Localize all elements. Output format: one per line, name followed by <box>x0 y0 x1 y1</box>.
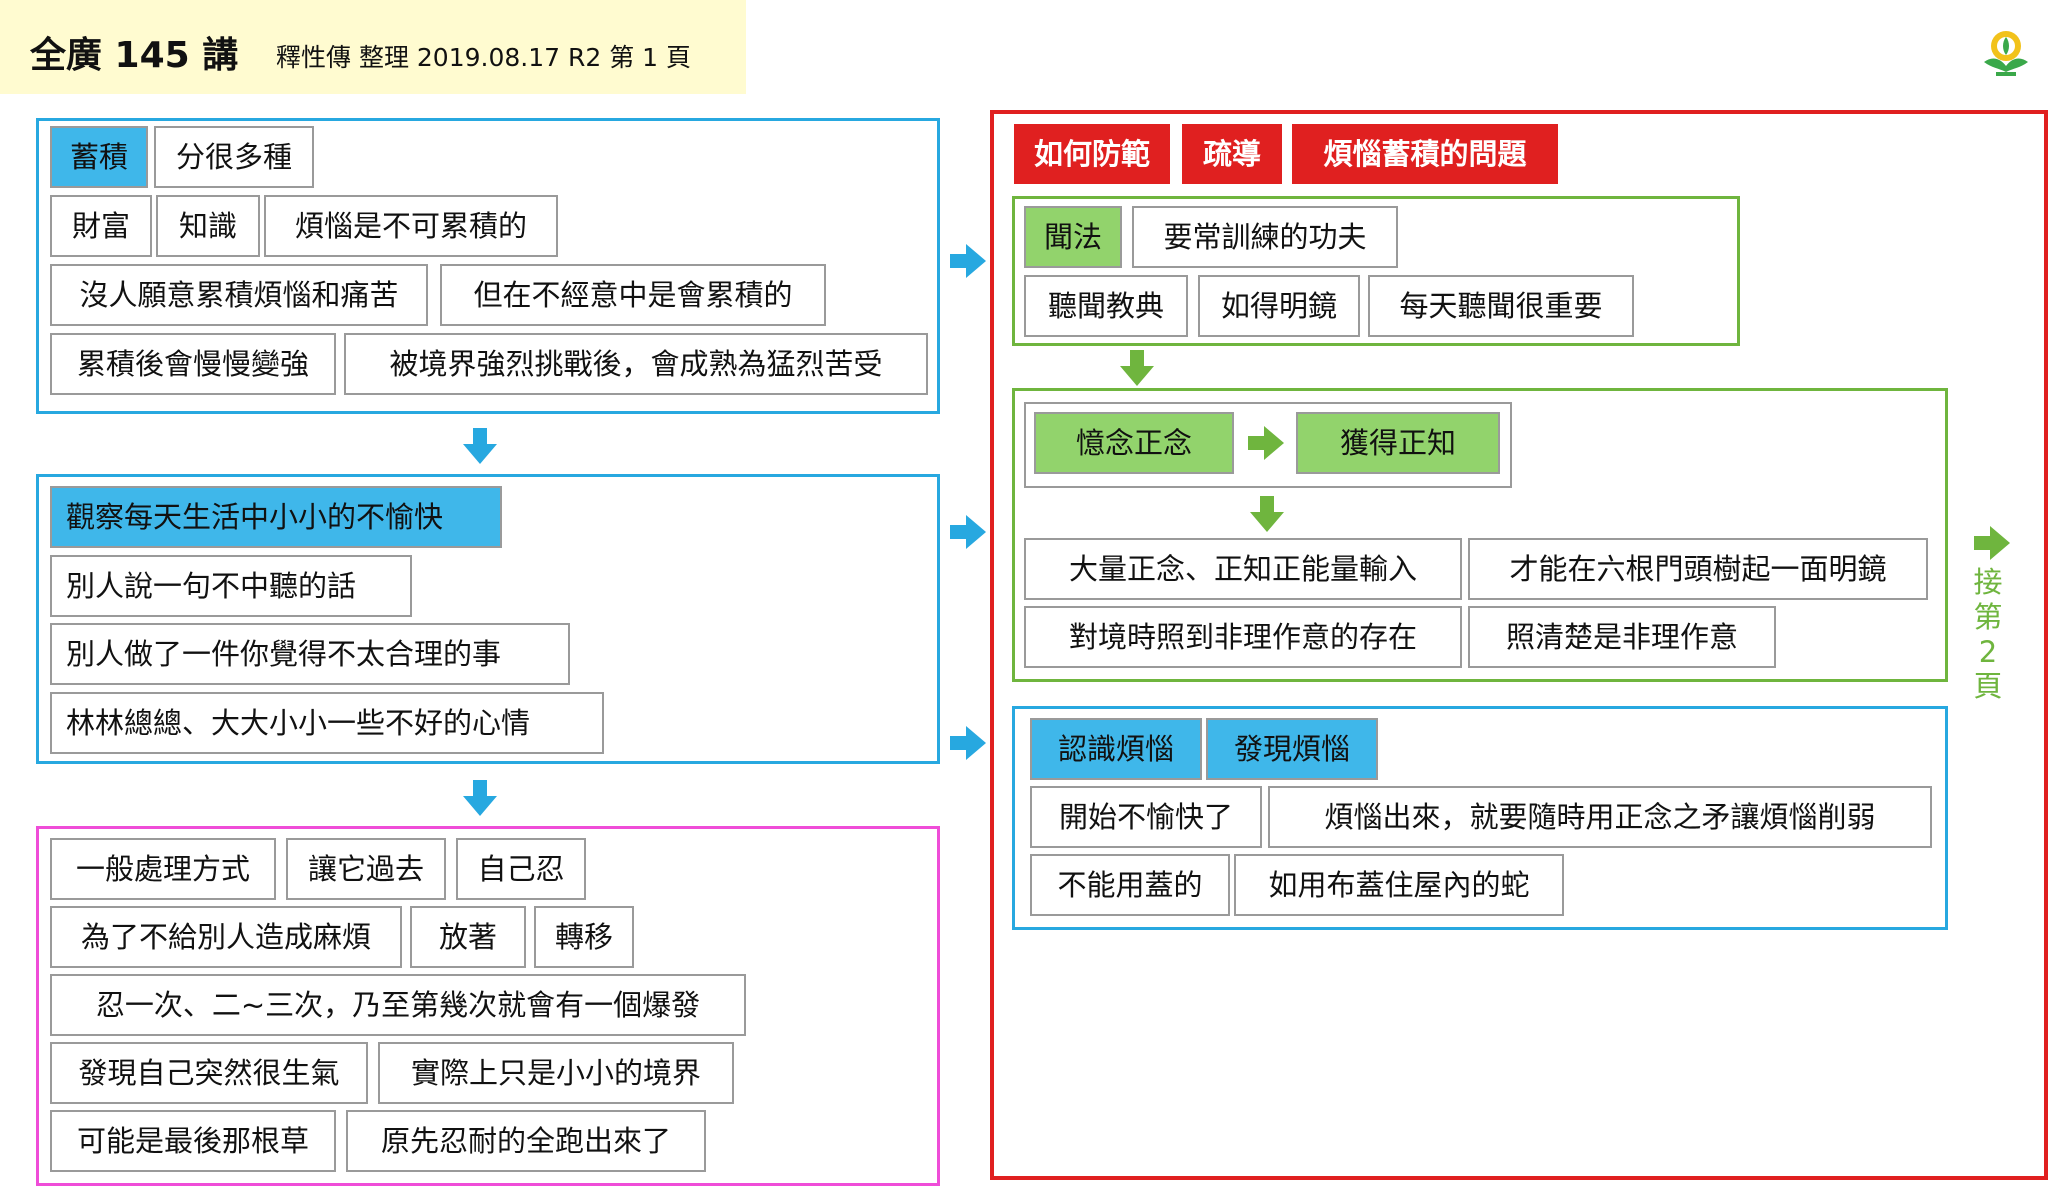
arrow-down-icon <box>463 428 497 464</box>
tag-accumulate: 蓄積 <box>50 126 148 188</box>
node-all-came-out: 原先忍耐的全跑出來了 <box>346 1110 706 1172</box>
panel-hearing-dharma <box>1012 196 1740 346</box>
tag-hear-dharma: 聞法 <box>1024 206 1122 268</box>
node-divert: 轉移 <box>534 906 634 968</box>
panel-observe <box>36 474 940 764</box>
flow-mindfulness-group <box>1024 402 1512 488</box>
node-bad-moods: 林林總總、大大小小一些不好的心情 <box>50 692 604 754</box>
arrow-right-icon <box>950 244 986 278</box>
panel-prevention <box>990 110 2048 1180</box>
node-explode: 忍一次、二~三次，乃至第幾次就會有一個爆發 <box>50 974 746 1036</box>
node-input-positive: 大量正念、正知正能量輸入 <box>1024 538 1462 600</box>
node-clearly-improper: 照清楚是非理作意 <box>1468 606 1776 668</box>
node-mirror-six-roots: 才能在六根門頭樹起一面明鏡 <box>1468 538 1928 600</box>
node-no-trouble-others: 為了不給別人造成麻煩 <box>50 906 402 968</box>
panel-handling <box>36 826 940 1186</box>
header-how-to-prevent: 如何防範 <box>1014 124 1170 184</box>
arrow-down-icon <box>1120 350 1154 386</box>
arrow-right-icon <box>950 726 986 760</box>
node-grow-stronger: 累積後會慢慢變強 <box>50 333 336 395</box>
node-accumulate-unknowingly: 但在不經意中是會累積的 <box>440 264 826 326</box>
node-mindfulness-spear: 煩惱出來，就要隨時用正念之矛讓煩惱削弱 <box>1268 786 1932 848</box>
node-set-aside: 放著 <box>410 906 526 968</box>
arrow-right-icon <box>950 515 986 549</box>
header-guide: 疏導 <box>1182 124 1282 184</box>
tag-discover: 發現煩惱 <box>1206 718 1378 780</box>
node-common-method: 一般處理方式 <box>50 838 276 900</box>
node-suddenly-angry: 發現自己突然很生氣 <box>50 1042 368 1104</box>
tag-observe-daily: 觀察每天生活中小小的不愉快 <box>50 486 502 548</box>
node-start-unhappy: 開始不愉快了 <box>1030 786 1262 848</box>
page-subtitle: 釋性傳 整理 2019.08.17 R2 第 1 頁 <box>276 43 692 72</box>
arrow-down-icon <box>463 780 497 816</box>
arrow-right-icon <box>1248 426 1284 460</box>
node-see-improper-attention: 對境時照到非理作意的存在 <box>1024 606 1462 668</box>
node-last-straw: 可能是最後那根草 <box>50 1110 336 1172</box>
node-nobody-wants: 沒人願意累積煩惱和痛苦 <box>50 264 428 326</box>
panel-recognize-afflictions <box>1012 706 1948 930</box>
continue-char-4: 頁 <box>1973 669 2003 704</box>
header-accumulation-problem: 煩惱蓄積的問題 <box>1292 124 1558 184</box>
node-regular-practice: 要常訓練的功夫 <box>1132 206 1398 268</box>
node-daily-hearing: 每天聽聞很重要 <box>1368 275 1634 337</box>
tag-recognize: 認識煩惱 <box>1030 718 1202 780</box>
node-let-it-go: 讓它過去 <box>286 838 446 900</box>
node-recall-mindfulness: 憶念正念 <box>1034 412 1234 474</box>
panel-mindfulness <box>1012 388 1948 682</box>
lotus-logo-icon <box>1984 31 2028 76</box>
node-hear-scriptures: 聽聞教典 <box>1024 275 1188 337</box>
node-unreasonable-act: 別人做了一件你覺得不太合理的事 <box>50 623 570 685</box>
node-many-kinds: 分很多種 <box>154 126 314 188</box>
arrow-right-icon <box>1974 526 2010 560</box>
node-endure: 自己忍 <box>456 838 586 900</box>
node-like-mirror: 如得明鏡 <box>1198 275 1360 337</box>
panel-accumulation <box>36 118 940 414</box>
node-gain-awareness: 獲得正知 <box>1296 412 1500 474</box>
node-small-circumstance: 實際上只是小小的境界 <box>378 1042 734 1104</box>
continue-char-2: 第 <box>1973 599 2003 634</box>
page-title: 全廣 145 講 <box>30 35 239 76</box>
node-snake-analogy: 如用布蓋住屋內的蛇 <box>1234 854 1564 916</box>
node-afflictions-not-accumulable: 煩惱是不可累積的 <box>264 195 558 257</box>
arrow-down-icon <box>1250 496 1284 532</box>
continue-next-page-label: 接 第 2 頁 <box>1967 565 2009 704</box>
node-cannot-cover: 不能用蓋的 <box>1030 854 1230 916</box>
continue-char-1: 接 <box>1973 565 2003 599</box>
node-mature-suffering: 被境界強烈挑戰後，會成熟為猛烈苦受 <box>344 333 928 395</box>
header-banner <box>0 0 746 94</box>
continue-char-3: 2 <box>1978 634 1998 669</box>
node-unpleasant-word: 別人說一句不中聽的話 <box>50 555 412 617</box>
node-wealth: 財富 <box>50 195 152 257</box>
node-knowledge: 知識 <box>156 195 260 257</box>
